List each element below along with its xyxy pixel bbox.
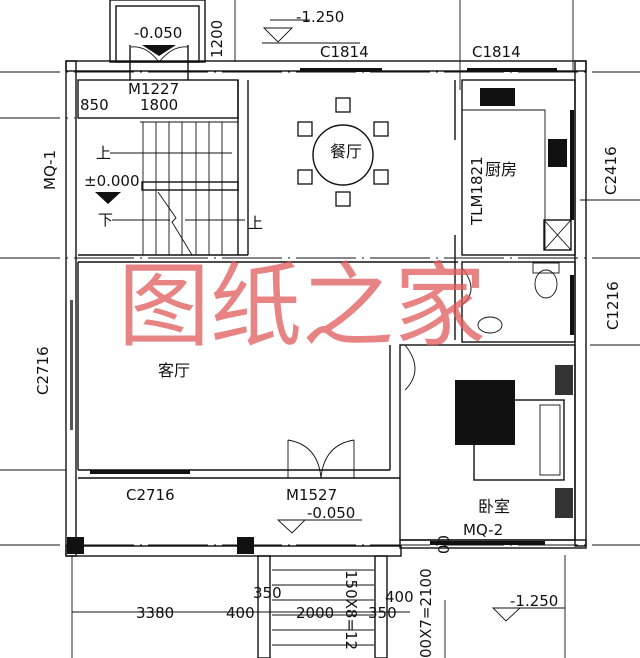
column xyxy=(67,537,84,554)
level-markers xyxy=(142,27,522,622)
level-marker-icon xyxy=(276,519,307,534)
outside-level-bottom: -1.250 xyxy=(510,592,558,610)
wall-label: MQ-1 xyxy=(41,150,59,190)
dimension-label: 400 xyxy=(385,588,414,606)
watermark: 图纸之家 xyxy=(118,253,486,360)
window-label: C1216 xyxy=(604,281,622,330)
dimension-label: 350 xyxy=(368,604,397,622)
room-label-kitchen: 厨房 xyxy=(485,160,517,179)
stair-down-label: 下 xyxy=(98,211,113,229)
column xyxy=(237,537,254,554)
room-label-dining: 餐厅 xyxy=(330,142,362,161)
main-door xyxy=(287,439,355,479)
room-label-bedroom: 卧室 xyxy=(478,497,510,516)
dimension-label: 350 xyxy=(253,584,282,602)
level-marker-icon xyxy=(491,607,522,622)
room-label-living: 客厅 xyxy=(158,361,190,380)
outside-level-top: -1.250 xyxy=(296,8,344,26)
door-label: M1527 xyxy=(286,486,337,504)
entry-height-label: 1200 xyxy=(208,20,226,58)
level-marker-icon xyxy=(262,27,294,43)
steps-dimension-label: 00X7=2100 xyxy=(417,568,435,658)
window-label: C2716 xyxy=(126,486,175,504)
walls xyxy=(65,60,587,557)
door-label: M1227 xyxy=(128,80,179,98)
steps-dimension-label: 150X8=12 xyxy=(342,570,360,650)
dimension-label: 400 xyxy=(226,604,255,622)
floor-level-label: ±0.000 xyxy=(84,172,140,190)
bed xyxy=(404,344,573,518)
door-label: TLM1821 xyxy=(468,156,486,226)
dimension-label: 2000 xyxy=(296,604,334,622)
dimension-label: 3380 xyxy=(136,604,174,622)
dining-table xyxy=(297,97,389,207)
porch-level-label: -0.050 xyxy=(307,504,355,522)
stair-up-label: 上 xyxy=(248,214,263,232)
bathroom-fixtures xyxy=(461,262,560,334)
entry-vestibule xyxy=(109,0,206,80)
window-label: C2716 xyxy=(34,346,52,395)
kitchen-fixtures xyxy=(462,88,572,251)
level-marker-icon xyxy=(95,192,121,204)
window-label: C1814 xyxy=(320,43,369,61)
staircase xyxy=(95,121,245,256)
front-steps xyxy=(72,19,565,658)
dimension-label: 00 xyxy=(434,535,452,554)
wall-label: MQ-2 xyxy=(463,521,503,539)
window-label: C1814 xyxy=(472,43,521,61)
dimension-label: 1800 xyxy=(140,96,178,114)
level-marker-icon xyxy=(142,45,176,56)
stair-up-label: 上 xyxy=(96,144,111,162)
entry-level-label: -0.050 xyxy=(134,24,182,42)
window-label: C2416 xyxy=(602,146,620,195)
dimension-label: 850 xyxy=(80,96,109,114)
